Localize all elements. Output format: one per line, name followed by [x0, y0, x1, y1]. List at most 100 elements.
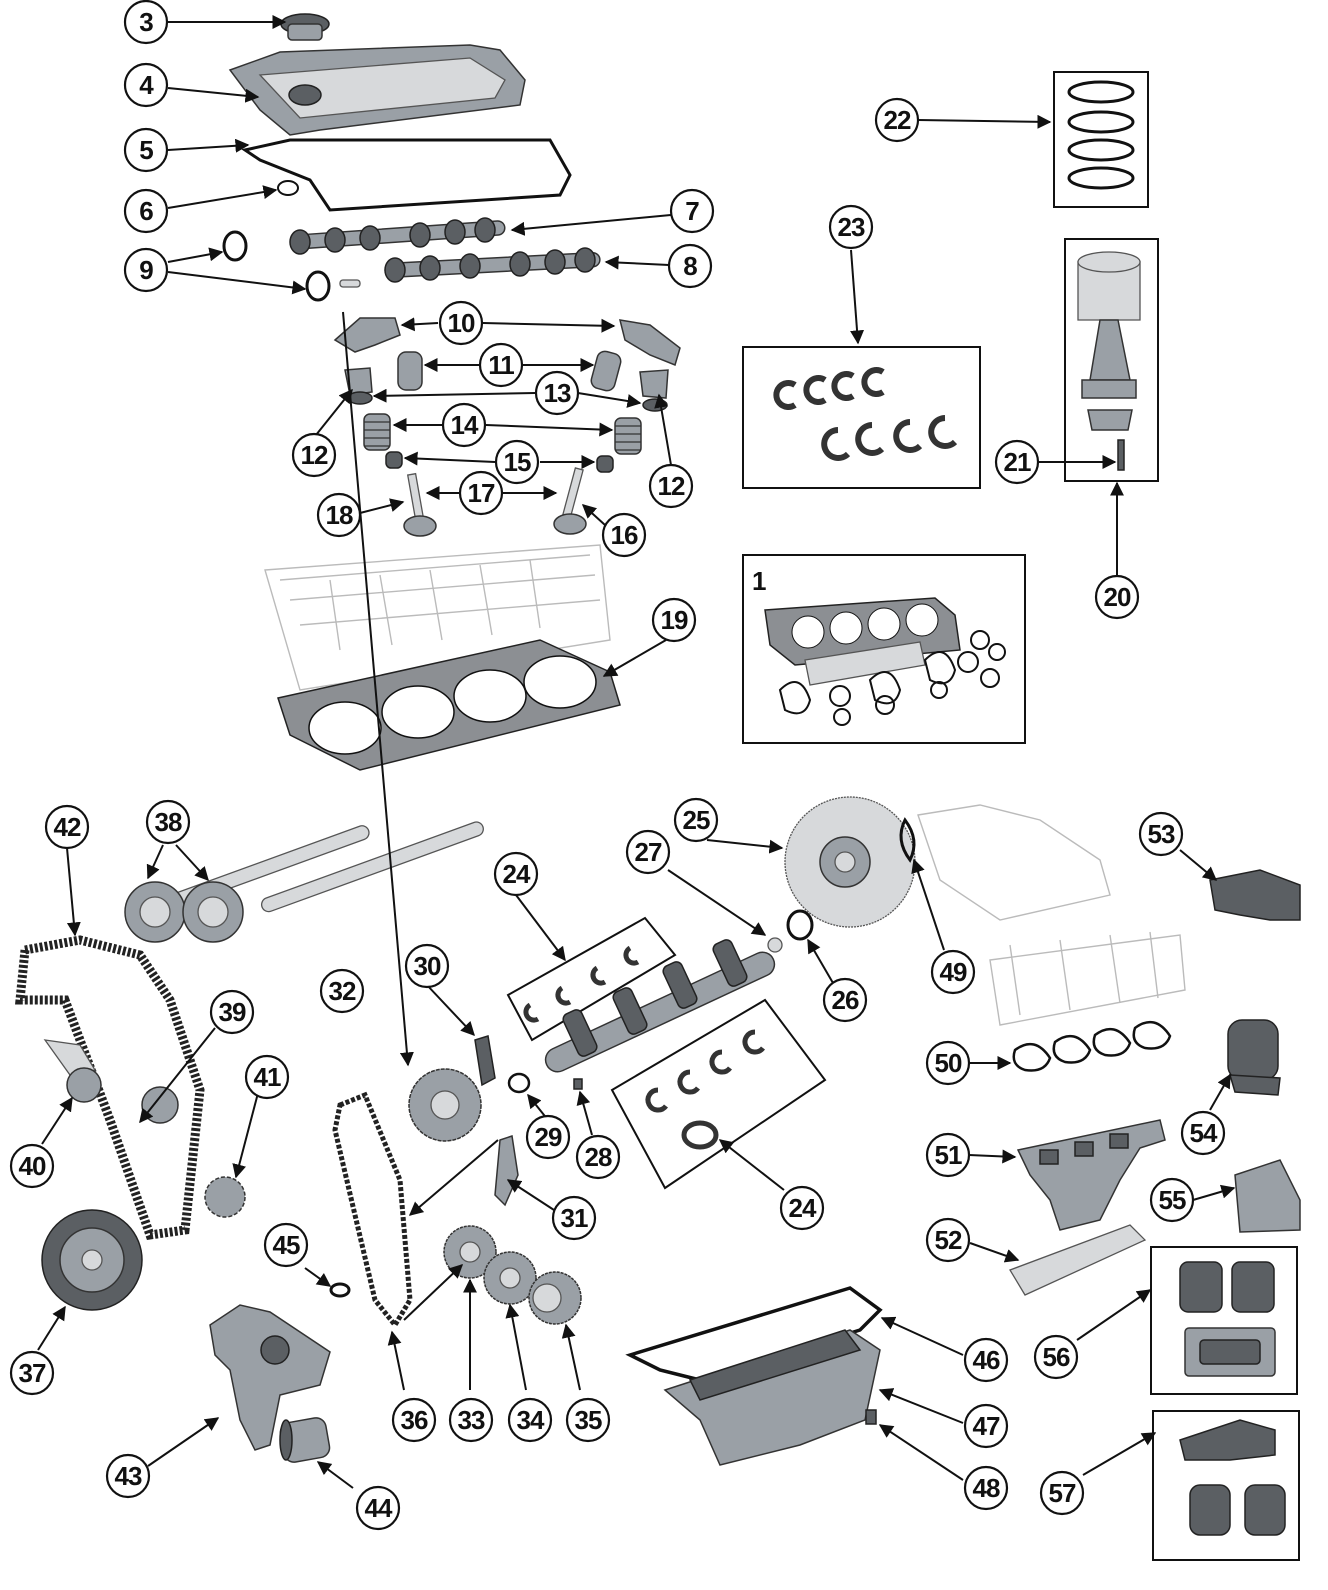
- oil-drain-plug: [865, 1409, 877, 1425]
- svg-text:13: 13: [544, 378, 571, 408]
- callout-48: 48: [963, 1465, 1009, 1511]
- svg-text:12: 12: [658, 471, 685, 501]
- oil-pan: [663, 1329, 881, 1466]
- svg-text:35: 35: [575, 1405, 602, 1435]
- main-bearings-lower: [645, 1029, 765, 1150]
- callout-26: 26: [822, 977, 868, 1023]
- callout-42: 42: [44, 804, 90, 850]
- svg-text:12: 12: [301, 440, 328, 470]
- oil-filter: [279, 1417, 331, 1463]
- callout-21: 21: [994, 439, 1040, 485]
- lifter-right: [590, 350, 622, 392]
- callout-31: 31: [551, 1195, 597, 1241]
- valve-retainer-right: [642, 398, 668, 412]
- exhaust-manifold-gasket: [1009, 1224, 1147, 1296]
- callout-18: 18: [316, 492, 362, 538]
- spark-plug-tube-seal: [277, 180, 299, 196]
- svg-text:28: 28: [585, 1142, 612, 1172]
- svg-text:27: 27: [635, 837, 662, 867]
- svg-text:6: 6: [139, 196, 153, 226]
- valve-spring-left: [363, 413, 391, 451]
- callout-12-right: 12: [648, 463, 694, 509]
- callout-9: 9: [123, 247, 169, 293]
- svg-text:17: 17: [468, 478, 495, 508]
- callout-25: 25: [673, 797, 719, 843]
- svg-text:7: 7: [685, 196, 699, 226]
- intake-manifold-gaskets: [1012, 1020, 1172, 1072]
- main-bearings-upper-box: [506, 916, 677, 1042]
- callout-4: 4: [123, 62, 169, 108]
- callout-53: 53: [1138, 811, 1184, 857]
- callout-12-left: 12: [291, 432, 337, 478]
- callout-10: 10: [438, 300, 484, 346]
- chain-guide: [474, 1035, 496, 1087]
- callout-45: 45: [263, 1222, 309, 1268]
- lifter-left: [397, 351, 423, 391]
- svg-text:25: 25: [683, 805, 710, 835]
- svg-text:5: 5: [139, 135, 153, 165]
- callout-14: 14: [441, 402, 487, 448]
- throttle-body-gasket: [899, 817, 916, 863]
- callout-44: 44: [355, 1485, 401, 1531]
- svg-text:37: 37: [19, 1358, 46, 1388]
- svg-text:24: 24: [503, 859, 531, 889]
- callout-55: 55: [1149, 1177, 1195, 1223]
- main-bearings-lower-box: [610, 998, 827, 1190]
- svg-text:29: 29: [535, 1122, 562, 1152]
- callout-8: 8: [667, 243, 713, 289]
- svg-text:56: 56: [1043, 1342, 1070, 1372]
- svg-text:21: 21: [1004, 447, 1031, 477]
- svg-text:9: 9: [139, 255, 153, 285]
- callout-27: 27: [625, 829, 671, 875]
- svg-text:39: 39: [219, 997, 246, 1027]
- camshafts-with-sprockets: [124, 821, 484, 943]
- valve-stem-seal-left: [385, 451, 403, 469]
- callout-39: 39: [209, 989, 255, 1035]
- svg-text:23: 23: [838, 212, 865, 242]
- callout-51: 51: [925, 1132, 971, 1178]
- callout-36: 36: [391, 1397, 437, 1443]
- camshaft-intake: [289, 217, 506, 255]
- callout-22: 22: [874, 97, 920, 143]
- callout-28: 28: [575, 1134, 621, 1180]
- main-bearings-upper: [523, 945, 640, 1023]
- belt-tensioner: [43, 1039, 102, 1103]
- svg-text:34: 34: [517, 1405, 545, 1435]
- callout-33: 33: [448, 1397, 494, 1443]
- svg-text:42: 42: [54, 812, 81, 842]
- dowel-pin: [339, 279, 361, 288]
- svg-text:36: 36: [401, 1405, 428, 1435]
- svg-text:43: 43: [115, 1461, 142, 1491]
- callout-46: 46: [963, 1337, 1009, 1383]
- balance-shaft-chain: [332, 1091, 413, 1330]
- svg-text:55: 55: [1159, 1185, 1186, 1215]
- svg-text:52: 52: [935, 1225, 962, 1255]
- crankshaft: [544, 937, 783, 1073]
- piston-rings-box: [1053, 71, 1149, 208]
- svg-text:33: 33: [458, 1405, 485, 1435]
- svg-text:38: 38: [155, 807, 182, 837]
- svg-text:20: 20: [1104, 582, 1131, 612]
- svg-text:30: 30: [414, 951, 441, 981]
- idler-pulley: [141, 1086, 179, 1124]
- callout-13: 13: [534, 370, 580, 416]
- svg-text:49: 49: [940, 957, 967, 987]
- svg-text:24: 24: [789, 1193, 817, 1223]
- oil-filler-cap: [280, 13, 330, 41]
- svg-text:14: 14: [451, 410, 479, 440]
- svg-text:3: 3: [139, 7, 153, 37]
- callout-30: 30: [404, 943, 450, 989]
- callout-49: 49: [930, 949, 976, 995]
- callout-32: 32: [319, 968, 365, 1014]
- engine-mount-right: [1227, 1019, 1281, 1096]
- rocker-arm-left: [333, 317, 401, 353]
- callout-24-upper: 24: [493, 851, 539, 897]
- callout-43: 43: [105, 1453, 151, 1499]
- svg-text:16: 16: [611, 520, 638, 550]
- callout-6: 6: [123, 188, 169, 234]
- svg-text:19: 19: [661, 605, 688, 635]
- svg-text:11: 11: [488, 350, 514, 380]
- callout-15: 15: [494, 439, 540, 485]
- cylinder-head: [264, 544, 611, 691]
- svg-text:22: 22: [884, 105, 911, 135]
